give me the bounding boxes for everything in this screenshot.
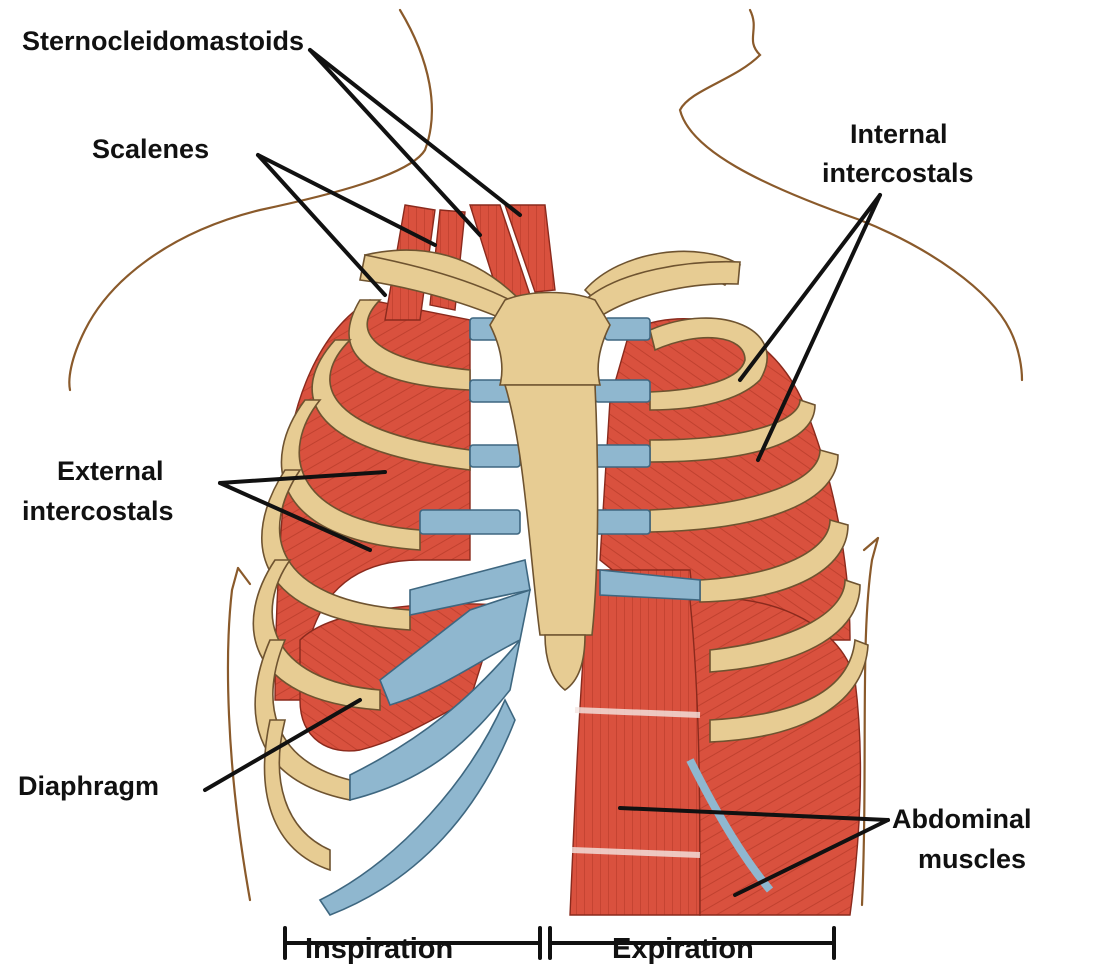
xiphoid-process [545, 635, 585, 690]
label-external-intercostals-line2: intercostals [22, 496, 174, 526]
left-waist-tick [238, 568, 250, 584]
leader-sternocleidomastoids-1 [310, 50, 480, 235]
manubrium [490, 293, 610, 386]
leader-scalenes-1 [258, 155, 435, 245]
leader-internal-intercostals-2 [758, 195, 880, 460]
label-external-intercostals-line1: External [57, 456, 164, 486]
left-waist-outline [228, 568, 250, 900]
label-internal-intercostals-line1: Internal [850, 119, 948, 149]
label-abdominal-muscles-line1: Abdominal [892, 804, 1032, 834]
right-waist-outline [862, 538, 878, 905]
label-scalenes: Scalenes [92, 134, 209, 164]
label-sternocleidomastoids: Sternocleidomastoids [22, 26, 304, 56]
leader-scalenes-2 [258, 155, 385, 295]
leader-internal-intercostals-1 [740, 195, 880, 380]
label-expiration: Expiration [612, 933, 754, 965]
label-inspiration: Inspiration [305, 933, 453, 965]
label-abdominal-muscles-line2: muscles [918, 844, 1026, 874]
label-diaphragm: Diaphragm [18, 771, 159, 801]
label-internal-intercostals-line2: intercostals [822, 158, 974, 188]
